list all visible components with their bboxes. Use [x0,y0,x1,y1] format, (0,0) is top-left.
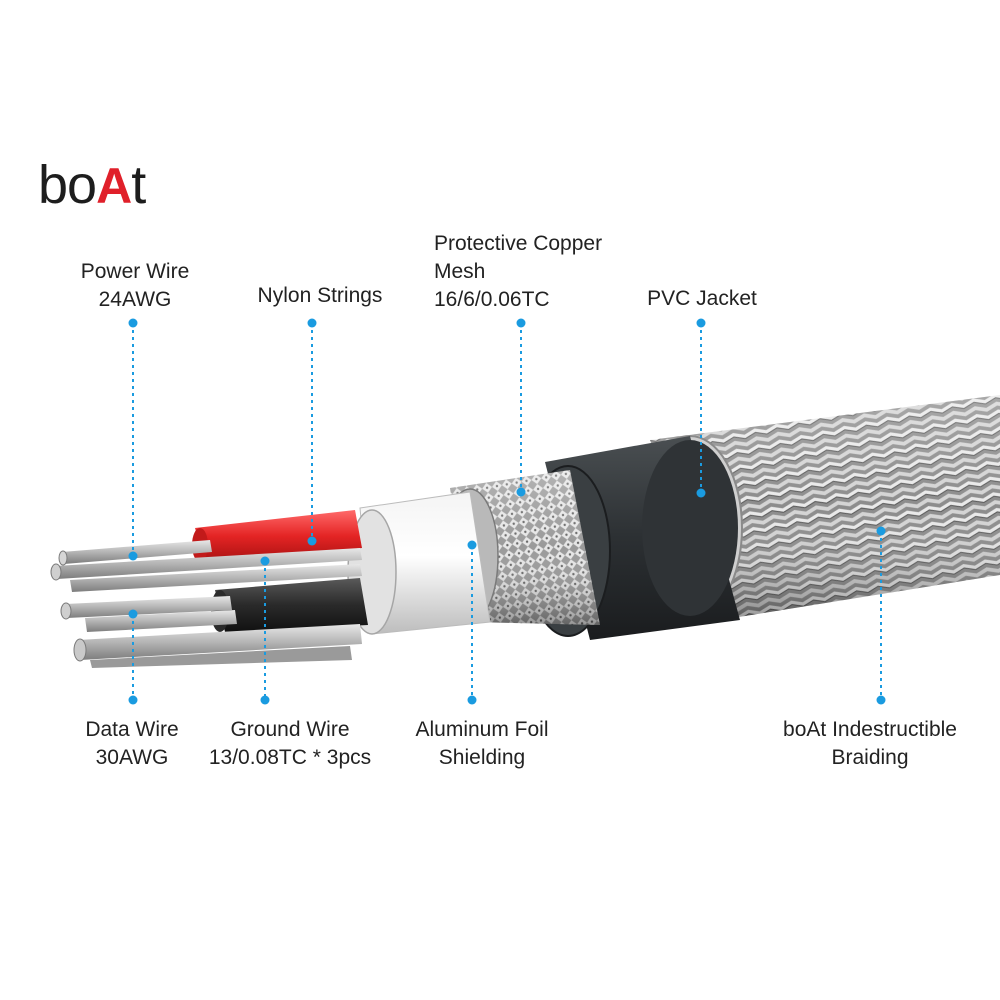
label-nylon-strings: Nylon Strings [258,282,383,310]
leader-power-wire [128,318,138,561]
leader-nylon-strings-dot-end [307,536,317,546]
copper-mesh-spec: 16/6/0.06TC [434,288,550,311]
leader-nylon-strings [307,318,317,546]
leader-ground-wire-dot-end [260,695,270,705]
label-copper-mesh: Protective Copper Mesh 16/6/0.06TC [434,230,602,314]
leader-data-wire-dot-end [128,695,138,705]
logo-suffix: t [131,155,146,215]
power-wire-title: Power Wire [80,260,190,283]
braiding-title-2: Braiding [831,746,909,769]
leader-braiding-dot-end [876,695,886,705]
leader-pvc-jacket-dot-start [696,318,706,328]
leader-copper-mesh-dot-end [516,487,526,497]
leader-ground-wire-dot-start [260,556,270,566]
leader-braiding-dot-start [876,526,886,536]
leader-aluminum-foil [467,540,477,705]
leader-power-wire-dot-start [128,318,138,328]
label-power-wire: Power Wire 24AWG [81,258,190,314]
label-braiding: boAt Indestructible Braiding [783,716,957,772]
leader-power-wire-dot-end [128,551,138,561]
data-wire-spec: 30AWG [95,746,169,769]
copper-mesh-title: Protective Copper [434,232,603,255]
leader-nylon-strings-dot-start [307,318,317,328]
label-ground-wire: Ground Wire 13/0.08TC * 3pcs [209,716,371,772]
leader-lines [128,318,886,705]
label-aluminum-foil: Aluminum Foil Shielding [415,716,548,772]
aluminum-foil-title: Aluminum Foil [415,718,549,741]
pvc-jacket-title: PVC Jacket [647,287,757,310]
leader-copper-mesh-dot-start [516,318,526,328]
aluminum-foil-shape [347,491,491,635]
leader-copper-mesh [516,318,526,497]
ground-wire-spec: 13/0.08TC * 3pcs [208,746,372,769]
label-data-wire: Data Wire 30AWG [85,716,178,772]
leader-pvc-jacket-dot-end [696,488,706,498]
leader-data-wire [128,609,138,705]
boat-logo: boAt [38,155,146,215]
leader-data-wire-dot-start [128,609,138,619]
ground-wire-title: Ground Wire [230,718,350,741]
aluminum-foil-title-2: Shielding [438,746,526,769]
nylon-strings-title: Nylon Strings [257,284,383,307]
silver-strands [50,540,362,668]
logo-prefix: bo [38,155,97,215]
data-wire-title: Data Wire [85,718,179,741]
leader-braiding [876,526,886,705]
leader-pvc-jacket [696,318,706,498]
leader-ground-wire [260,556,270,705]
leader-aluminum-foil-dot-start [467,540,477,550]
copper-mesh-title-2: Mesh [434,260,486,283]
label-pvc-jacket: PVC Jacket [647,285,757,313]
leader-aluminum-foil-dot-end [467,695,477,705]
braiding-title: boAt Indestructible [783,718,957,741]
logo-accent: A [96,158,132,214]
power-wire-spec: 24AWG [98,288,172,311]
